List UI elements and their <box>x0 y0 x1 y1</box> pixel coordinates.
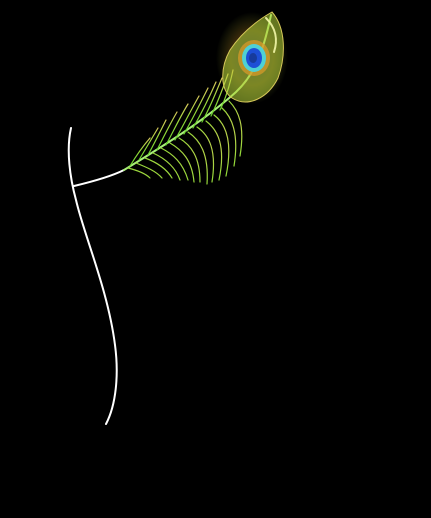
feather-stem <box>67 127 118 425</box>
feather-eye <box>216 11 288 104</box>
eye-pupil <box>249 53 257 63</box>
feather-branch <box>73 169 125 187</box>
tip-highlight <box>265 17 277 53</box>
